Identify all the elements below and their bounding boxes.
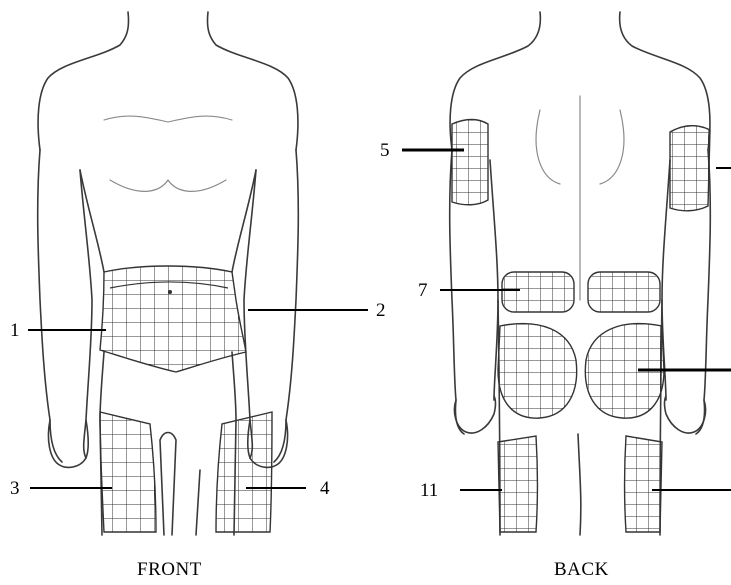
back-left-hand (454, 396, 495, 433)
label-11: 11 (420, 481, 438, 500)
front-left-thigh-grid (100, 412, 156, 532)
label-4: 4 (320, 479, 330, 498)
caption-front: FRONT (137, 560, 202, 579)
label-7: 7 (418, 281, 428, 300)
front-right-thigh-grid (216, 412, 272, 532)
back-left-buttock-grid (498, 324, 577, 419)
front-neck-outline (38, 12, 128, 150)
back-right-hand (665, 396, 706, 433)
front-abdomen-grid (100, 266, 246, 372)
back-right-thigh-grid (625, 436, 663, 532)
label-1: 1 (10, 321, 20, 340)
label-3: 3 (10, 479, 20, 498)
front-crotch (160, 433, 176, 536)
front-left-arm-outline (38, 150, 62, 462)
back-right-flank-grid (588, 272, 660, 312)
front-left-hand (48, 420, 88, 467)
back-left-upperarm-grid (452, 120, 488, 205)
front-right-arm-outline (274, 150, 298, 462)
back-right-upperarm-grid (670, 126, 710, 211)
label-5: 5 (380, 141, 390, 160)
label-2: 2 (376, 301, 386, 320)
caption-back: BACK (554, 560, 609, 579)
back-left-thigh-grid (498, 436, 538, 532)
back-figure (450, 12, 711, 535)
back-left-flank-grid (502, 272, 574, 312)
